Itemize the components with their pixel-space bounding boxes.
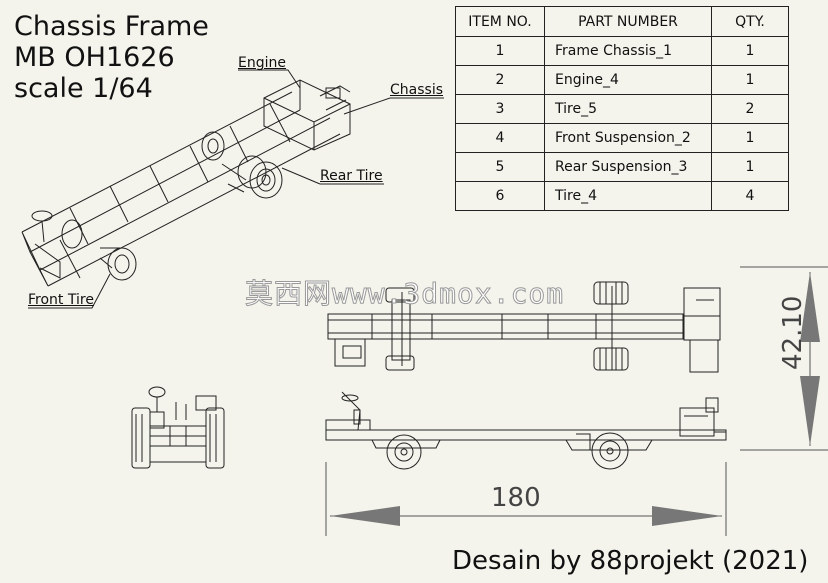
top-view (327, 281, 721, 373)
bom-item-no: 4 (455, 123, 545, 153)
bom-item-no: 1 (455, 36, 545, 66)
bom-qty: 1 (711, 152, 789, 182)
bom-qty: 4 (711, 181, 789, 211)
bom-qty: 1 (711, 36, 789, 66)
table-row: 4 Front Suspension_2 1 (455, 123, 789, 153)
bom-header-item: ITEM NO. (455, 6, 545, 37)
bill-of-materials-table: ITEM NO. PART NUMBER QTY. 1 Frame Chassi… (455, 6, 789, 211)
bom-item-no: 6 (455, 181, 545, 211)
table-row: 5 Rear Suspension_3 1 (455, 152, 789, 182)
bom-part-number: Tire_4 (544, 181, 712, 211)
callout-chassis: Chassis (390, 82, 443, 98)
dimension-length-label: 180 (491, 483, 541, 513)
bom-header-row: ITEM NO. PART NUMBER QTY. (455, 6, 789, 37)
side-view (325, 391, 727, 470)
designer-credit: Desain by 88projekt (2021) (452, 546, 809, 576)
callout-front-tire: Front Tire (28, 292, 94, 308)
dimension-height-label: 42.10 (778, 295, 808, 370)
callout-engine: Engine (238, 55, 286, 71)
watermark-text: 莫西网www.3dmox.com (244, 277, 565, 311)
bom-item-no: 5 (455, 152, 545, 182)
bom-qty: 2 (711, 94, 789, 124)
callout-rear-tire: Rear Tire (320, 168, 383, 184)
title-line-2: MB OH1626 (14, 42, 175, 73)
bom-part-number: Front Suspension_2 (544, 123, 712, 153)
title-line-1: Chassis Frame (14, 11, 209, 42)
bom-item-no: 2 (455, 65, 545, 95)
table-row: 1 Frame Chassis_1 1 (455, 36, 789, 66)
bom-part-number: Rear Suspension_3 (544, 152, 712, 182)
title-line-3: scale 1/64 (14, 73, 153, 104)
table-row: 6 Tire_4 4 (455, 181, 789, 211)
bom-header-part: PART NUMBER (544, 6, 712, 37)
dimension-arrowheads (330, 272, 820, 526)
isometric-view (21, 69, 444, 309)
bom-qty: 1 (711, 123, 789, 153)
bom-item-no: 3 (455, 94, 545, 124)
front-view (131, 386, 225, 469)
table-row: 2 Engine_4 1 (455, 65, 789, 95)
table-row: 3 Tire_5 2 (455, 94, 789, 124)
